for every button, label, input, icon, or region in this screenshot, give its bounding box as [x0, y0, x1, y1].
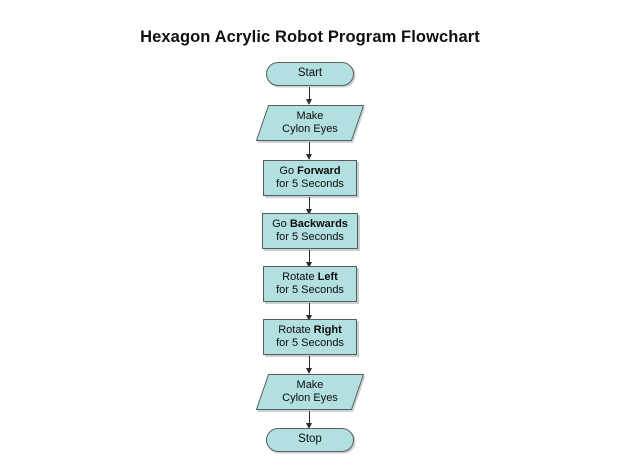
page-title: Hexagon Acrylic Robot Program Flowchart: [140, 28, 480, 46]
rotate-right-line1: Rotate Right: [278, 324, 342, 337]
connector-go-forward-to-go-backwards: [305, 197, 314, 215]
rotate-left-line1: Rotate Left: [282, 271, 338, 284]
rotate-left-line2: for 5 Seconds: [276, 284, 344, 296]
go-backwards-line2: for 5 Seconds: [276, 231, 344, 243]
rotate-left-node[interactable]: Rotate Left for 5 Seconds: [263, 266, 357, 302]
go-backwards-node[interactable]: Go Backwards for 5 Seconds: [262, 213, 358, 249]
stop-node[interactable]: Stop: [266, 428, 354, 452]
go-forward-node[interactable]: Go Forward for 5 Seconds: [263, 160, 357, 196]
go-forward-line2: for 5 Seconds: [276, 178, 344, 190]
start-node[interactable]: Start: [266, 62, 354, 86]
stop-node-label: Stop: [298, 433, 322, 446]
make-cylon-eyes-bottom-line2: Cylon Eyes: [282, 392, 338, 404]
connector-start-to-make-cylon-eyes-top: [305, 87, 314, 105]
make-cylon-eyes-top-text: Make Cylon Eyes: [282, 110, 338, 136]
connector-go-backwards-to-rotate-left: [305, 250, 314, 268]
rotate-right-line2: for 5 Seconds: [276, 337, 344, 349]
rotate-right-node[interactable]: Rotate Right for 5 Seconds: [263, 319, 357, 355]
start-node-label: Start: [297, 67, 323, 80]
make-cylon-eyes-node-bottom[interactable]: Make Cylon Eyes: [255, 374, 365, 410]
connector-rotate-right-to-make-cylon-eyes-bottom: [305, 356, 314, 374]
connector-rotate-left-to-rotate-right: [305, 303, 314, 321]
go-forward-line1: Go Forward: [279, 165, 341, 178]
make-cylon-eyes-top-line2: Cylon Eyes: [282, 123, 338, 135]
connector-make-cylon-eyes-bottom-to-stop: [305, 411, 314, 429]
connector-make-cylon-eyes-top-to-go-forward: [305, 142, 314, 160]
go-backwards-line1: Go Backwards: [272, 218, 348, 231]
make-cylon-eyes-bottom-line1: Make: [296, 379, 324, 392]
make-cylon-eyes-top-line1: Make: [296, 110, 324, 123]
make-cylon-eyes-bottom-text: Make Cylon Eyes: [282, 379, 338, 405]
make-cylon-eyes-node-top[interactable]: Make Cylon Eyes: [255, 105, 365, 141]
